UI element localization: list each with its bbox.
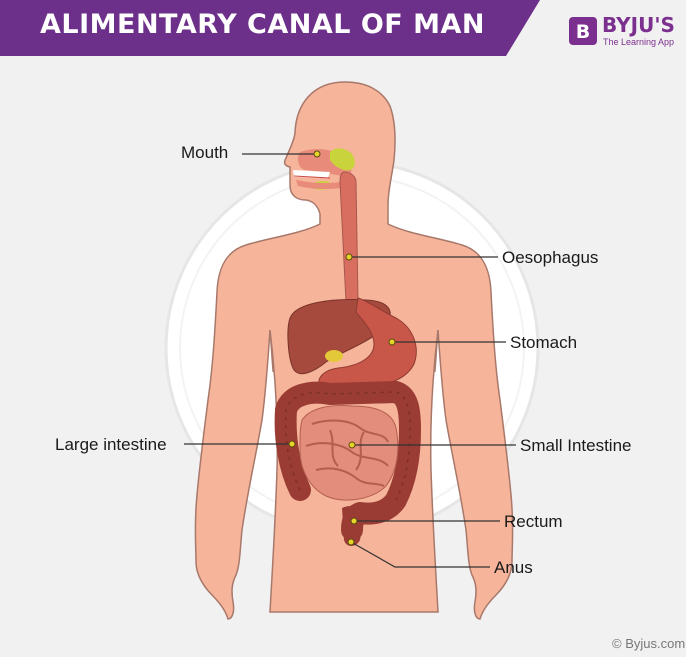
label-stomach: Stomach	[510, 334, 577, 351]
anus-dot	[348, 539, 354, 545]
mouth-dot	[314, 151, 320, 157]
small-intestine-dot	[349, 442, 355, 448]
label-small-intestine: Small Intestine	[520, 437, 632, 454]
label-anus: Anus	[494, 559, 533, 576]
oesophagus-dot	[346, 254, 352, 260]
rectum-dot	[351, 518, 357, 524]
large-intestine-dot	[289, 441, 295, 447]
label-large-intestine: Large intestine	[55, 436, 167, 453]
label-mouth: Mouth	[181, 144, 228, 161]
label-rectum: Rectum	[504, 513, 563, 530]
gall-bladder	[325, 350, 343, 362]
stomach-dot	[389, 339, 395, 345]
copyright-notice: © Byjus.com	[612, 636, 685, 651]
label-oesophagus: Oesophagus	[502, 249, 598, 266]
